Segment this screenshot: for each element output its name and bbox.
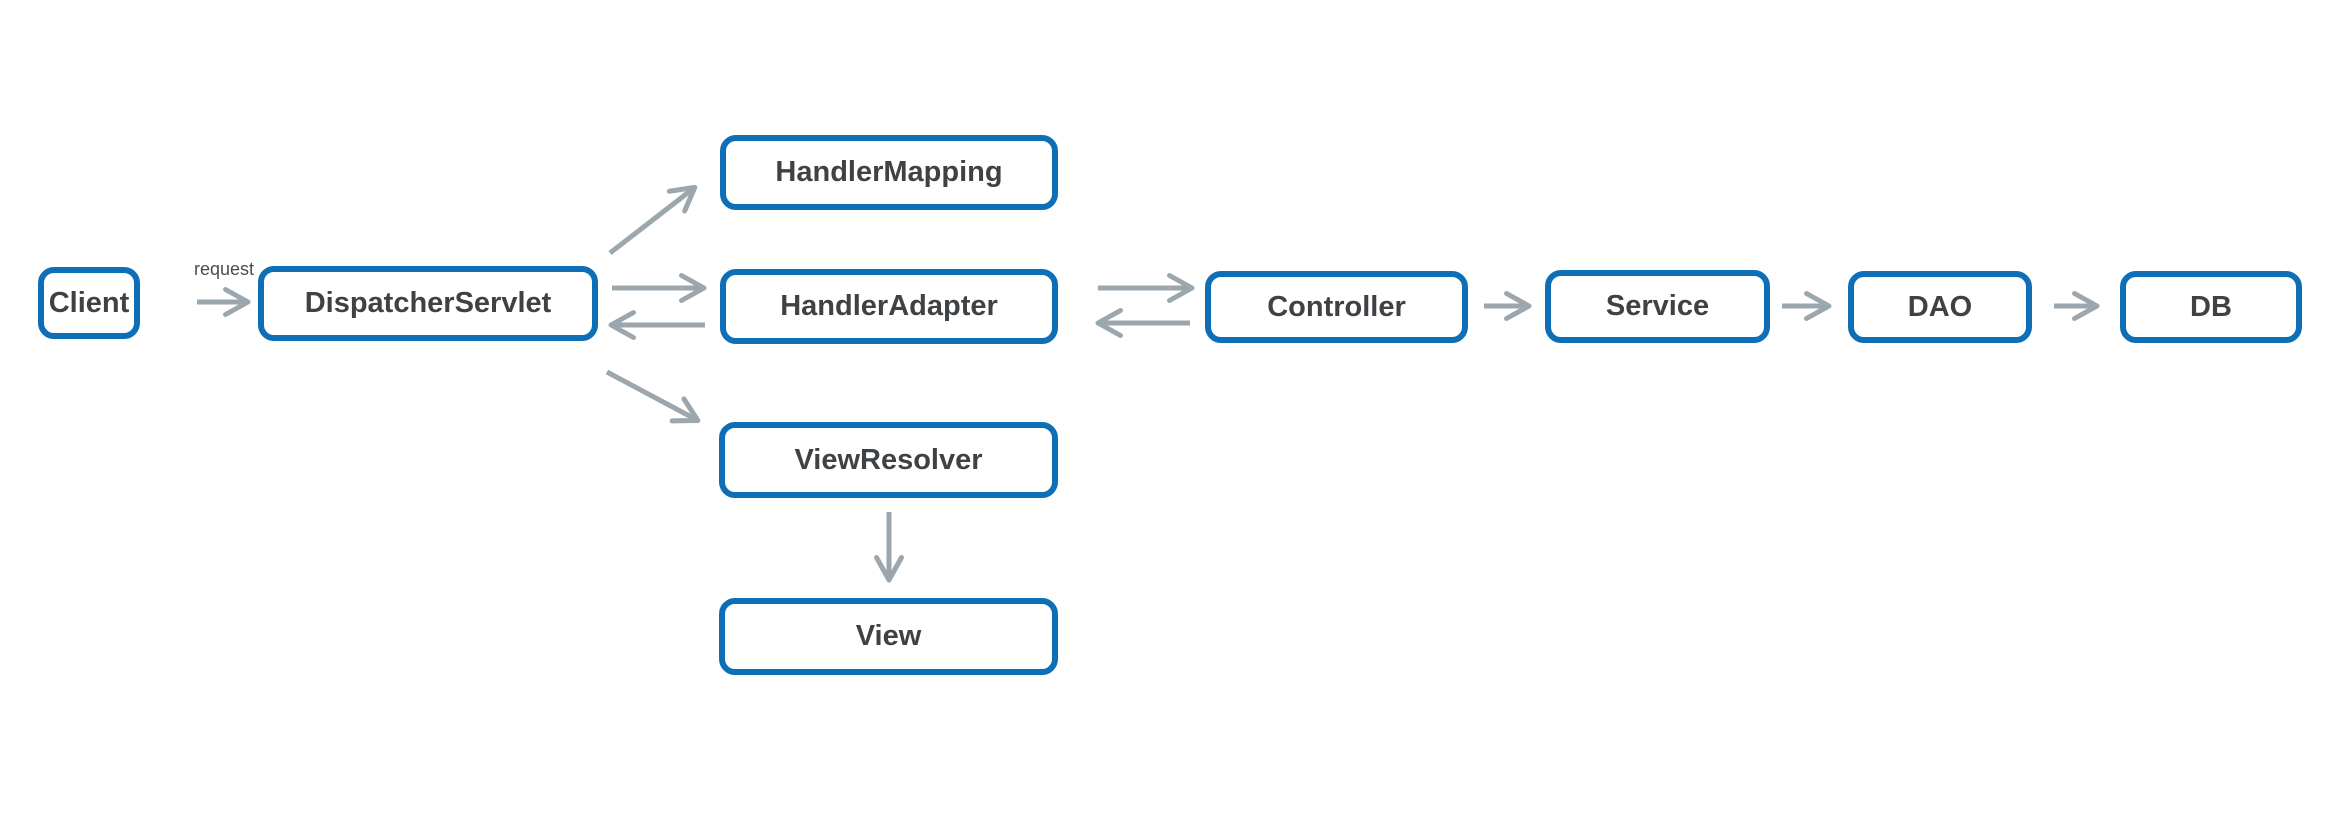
request-edge-label: request — [194, 259, 255, 279]
node-db: DB — [2120, 271, 2302, 343]
node-handler-mapping: HandlerMapping — [720, 135, 1058, 210]
node-service: Service — [1545, 270, 1770, 343]
arrow-dispatcherservlet-to-handlermapping — [608, 184, 698, 255]
node-dao: DAO — [1848, 271, 2032, 343]
arrow-dispatcherservlet-to-viewresolver — [605, 369, 701, 424]
node-controller: Controller — [1205, 271, 1468, 343]
node-client: Client — [38, 267, 140, 339]
node-dispatcher-servlet: DispatcherServlet — [258, 266, 598, 341]
node-view-resolver: ViewResolver — [719, 422, 1058, 498]
node-handler-adapter: HandlerAdapter — [720, 269, 1058, 344]
node-view: View — [719, 598, 1058, 675]
